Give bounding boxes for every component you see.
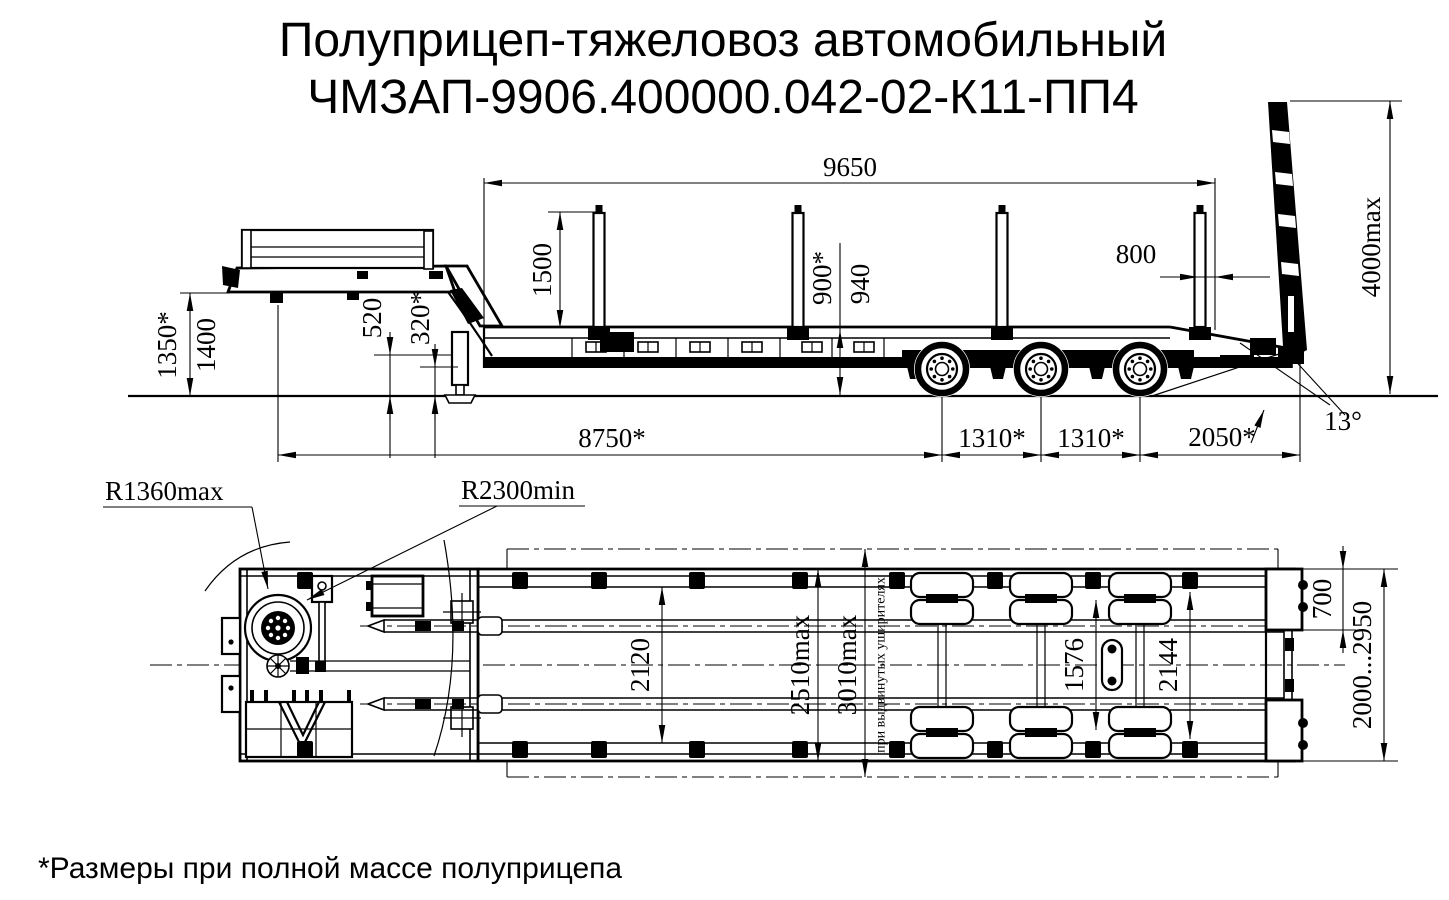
bunk-box: [240, 228, 435, 270]
rear-swing-arc: [433, 539, 454, 757]
dim-axle-spacing-2: 1310*: [1057, 423, 1125, 453]
hand-hole: [1100, 638, 1124, 692]
kingpin-plan: [243, 593, 313, 663]
axle-3: [1107, 571, 1173, 760]
dim-beam-offset: 700: [1307, 579, 1337, 620]
front-hook: [222, 266, 240, 288]
dim-deck-height: 940: [845, 264, 875, 305]
footnote: *Размеры при полной массе полуприцепа: [38, 852, 622, 885]
dim-gooseneck-height: 1400: [191, 318, 221, 372]
mount-frame: [366, 574, 425, 618]
dim-overall-length: 9650: [823, 152, 877, 182]
landing-leg: [443, 330, 477, 404]
dim-rear-swing-radius: R2300min: [461, 475, 576, 505]
kingpin-side: [270, 292, 283, 303]
wheels-side: [914, 341, 1168, 397]
folded-ramp: [1268, 102, 1307, 362]
page-title-line2: ЧМЗАП-9906.400000.042-02-К11-ПП4: [307, 71, 1138, 124]
gooseneck-deck: [225, 264, 457, 294]
dim-gooseneck-height-laden: 1350*: [152, 311, 182, 379]
side-view-dimensions: 9650 1500 800 1350* 1400 520 320* 900* 9…: [152, 100, 1402, 462]
dim-overall-width: 2510max: [785, 614, 815, 715]
dim-stake-height: 1500: [527, 243, 557, 297]
dim-axle-spacing-1: 1310*: [958, 423, 1026, 453]
dim-kingpin-to-first-axle: 8750*: [578, 423, 646, 453]
dim-over-tyres-width: 2144: [1153, 638, 1183, 693]
wheel-2: [1013, 341, 1069, 397]
dim-ramp-height: 4000max: [1356, 196, 1386, 297]
side-view-drawing: [128, 102, 1438, 404]
dim-frame-width: 2120: [625, 638, 655, 692]
wheels-plan: [909, 571, 1173, 760]
dim-deck-height-laden: 900*: [807, 251, 837, 305]
wheel-3: [1112, 341, 1168, 397]
dim-ramp-angle: 13°: [1324, 406, 1362, 436]
dim-stake-to-rear: 800: [1116, 239, 1157, 269]
rear-end-plan: [1264, 567, 1308, 763]
pocket-ticks: [250, 690, 351, 702]
front-swing-arc: [204, 541, 291, 592]
dim-front-swing-radius: R1360max: [105, 476, 224, 506]
plan-view-dimensions: R1360max R2300min 2120 2510max 3010max п…: [103, 475, 1398, 777]
note-wideners: при выдвинутых уширителях: [874, 577, 889, 753]
title-block: Полуприцеп-тяжеловоз автомобильный ЧМЗАП…: [279, 14, 1167, 124]
section-marks: [443, 593, 481, 737]
dim-clearance-laden: 320*: [405, 291, 435, 345]
stake-pockets-plan: [297, 572, 1198, 758]
stakes: [588, 205, 1211, 340]
gooseneck-plan: [220, 567, 481, 763]
approach-line: [1151, 346, 1301, 397]
dim-width-wideners-out: 3010max: [832, 614, 862, 715]
rope-hooks: [585, 332, 875, 353]
axle-1: [909, 571, 975, 760]
dim-rear-overhang: 2050*: [1188, 422, 1256, 452]
axle-2: [1008, 571, 1074, 760]
page-title-line1: Полуприцеп-тяжеловоз автомобильный: [279, 14, 1167, 67]
dim-gooseneck-clearance: 520: [357, 298, 387, 339]
wheel-1: [914, 341, 970, 397]
wideners-outline: [506, 548, 1279, 778]
dim-dual-wheel-track: 1576: [1059, 638, 1089, 692]
plan-view-drawing: [150, 539, 1345, 778]
dim-support-spread: 2000...2950: [1347, 601, 1377, 729]
